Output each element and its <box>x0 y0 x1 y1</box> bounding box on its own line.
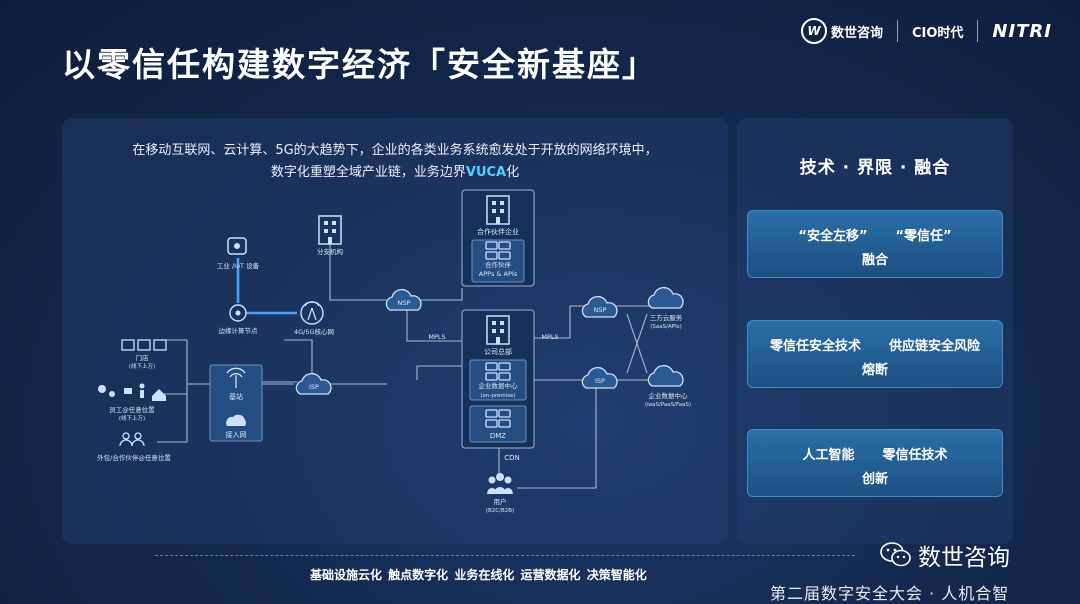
branch-label: 分支机构 <box>317 247 344 256</box>
shushi-logo-icon: W <box>800 18 827 44</box>
theme-card-fusion: “安全左移” “零信任” 融合 <box>747 210 1003 278</box>
user-icon <box>487 473 513 494</box>
antenna-icon <box>300 301 324 325</box>
enterprise-dc-cloud-icon <box>647 364 684 387</box>
card-text: 零信任技术 <box>882 448 948 463</box>
dmz-box <box>469 405 527 443</box>
outsource-label: 外包/合作伙伴@任意位置 <box>97 453 171 462</box>
cio-logo: CIO时代 <box>911 25 964 41</box>
access-label: 接入网 <box>226 430 247 439</box>
mpls-label: MPLS <box>428 333 445 341</box>
mpls-label-2: MPLS <box>541 333 558 341</box>
store-label: 门店 <box>136 353 150 362</box>
theme-card-innovation: 人工智能 零信任技术 创新 <box>747 429 1003 497</box>
card-text: 零信任安全技术 <box>769 339 861 354</box>
cloud-service-label: 三方云服务 <box>650 313 683 322</box>
conference-name: 第二届数字安全大会 · 人机合智 <box>770 584 1010 603</box>
nsp-label-2: NSP <box>594 306 607 314</box>
nitri-logo: NITRI <box>992 20 1052 42</box>
right-panel: 技术 · 界限 · 融合 “安全左移” “零信任” 融合 零信任安全技术 供应链安全… <box>737 118 1013 544</box>
datacenter-box <box>469 359 527 401</box>
logo-divider <box>977 20 979 42</box>
outsource-icon <box>119 432 145 447</box>
page-title: 以零信任构建数字经济「安全新基座」 <box>62 45 657 84</box>
store-icon <box>121 339 167 351</box>
employee-icon <box>98 383 166 401</box>
theme-card-boundary: 零信任安全技术 供应链安全风险 熔断 <box>747 320 1003 388</box>
user-label: 用户 <box>494 497 507 506</box>
partner-apps-box <box>471 239 525 283</box>
wechat-badge: 数世咨询 <box>880 538 1010 572</box>
wechat-icon <box>880 542 911 567</box>
logo-divider <box>896 20 898 42</box>
store-sublabel: (线下上万) <box>129 362 155 370</box>
cdn-label: CDN <box>504 454 520 462</box>
intro-text: 在移动互联网、云计算、5G的大趋势下，企业的各类业务系统愈发处于开放的网络环境中… <box>132 143 658 180</box>
cloud-service-sublabel: (SaaS/APIs) <box>650 324 681 330</box>
partner-apps-sublabel: APPs & APIs <box>479 270 518 278</box>
edge-label: 边缘计算节点 <box>219 326 259 335</box>
card-caption: 熔断 <box>861 363 888 378</box>
card-caption: 融合 <box>861 253 888 268</box>
edge-node-icon <box>229 304 247 322</box>
basestation-label: 基站 <box>229 392 243 401</box>
network-links <box>157 243 657 489</box>
diagram-panel: 在移动互联网、云计算、5G的大趋势下，企业的各类业务系统愈发处于开放的网络环境中… <box>62 118 728 544</box>
cloud-service-icon <box>647 286 684 309</box>
card-text: “零信任” <box>895 229 952 244</box>
card-text: “安全左移” <box>798 229 868 244</box>
employee-label: 员工@任意位置 <box>109 405 155 414</box>
footer-divider <box>155 555 855 556</box>
isp-label-2: ISP <box>595 377 605 385</box>
wechat-account-name: 数世咨询 <box>918 545 1010 571</box>
card-caption: 创新 <box>861 472 888 487</box>
edge-links <box>236 258 297 315</box>
dmz-label: DMZ <box>490 432 506 440</box>
datacenter-sublabel: (on-premise) <box>480 393 515 399</box>
iot-label: 工业 /IoT 设备 <box>217 261 260 270</box>
isp-label: ISP <box>309 383 319 391</box>
basestation-icon <box>226 367 246 388</box>
enterprise-dc-sublabel: (IaaS/PaaS/FaaS) <box>645 402 691 408</box>
access-cloud-icon <box>226 414 247 426</box>
card-text: 人工智能 <box>802 448 855 463</box>
right-panel-title: 技术 · 界限 · 融合 <box>799 158 951 178</box>
datacenter-label: 企业数据中心 <box>479 381 519 390</box>
employee-sublabel: (线下上万) <box>119 414 145 422</box>
iot-device-icon <box>227 237 247 255</box>
enterprise-dc-label: 企业数据中心 <box>649 391 689 400</box>
partner-apps-label: 合作伙伴 <box>485 260 512 269</box>
card-text: 供应链安全风险 <box>889 339 981 354</box>
nsp-label: NSP <box>398 299 411 307</box>
partner-label: 合作伙伴企业 <box>477 227 519 236</box>
branch-building-icon <box>318 215 342 245</box>
core5g-label: 4G/5G核心网 <box>294 327 334 336</box>
hq-label: 公司总部 <box>484 347 512 356</box>
access-box <box>209 364 263 442</box>
user-sublabel: (B2C/B2B) <box>486 508 514 514</box>
footer-keywords: 基础设施云化 触点数字化 业务在线化 运营数据化 决策智能化 <box>310 568 647 582</box>
network-diagram: 合作伙伴企业 合作伙伴 APPs & APIs 公司总部 企业数据中心 (on-… <box>97 189 691 514</box>
